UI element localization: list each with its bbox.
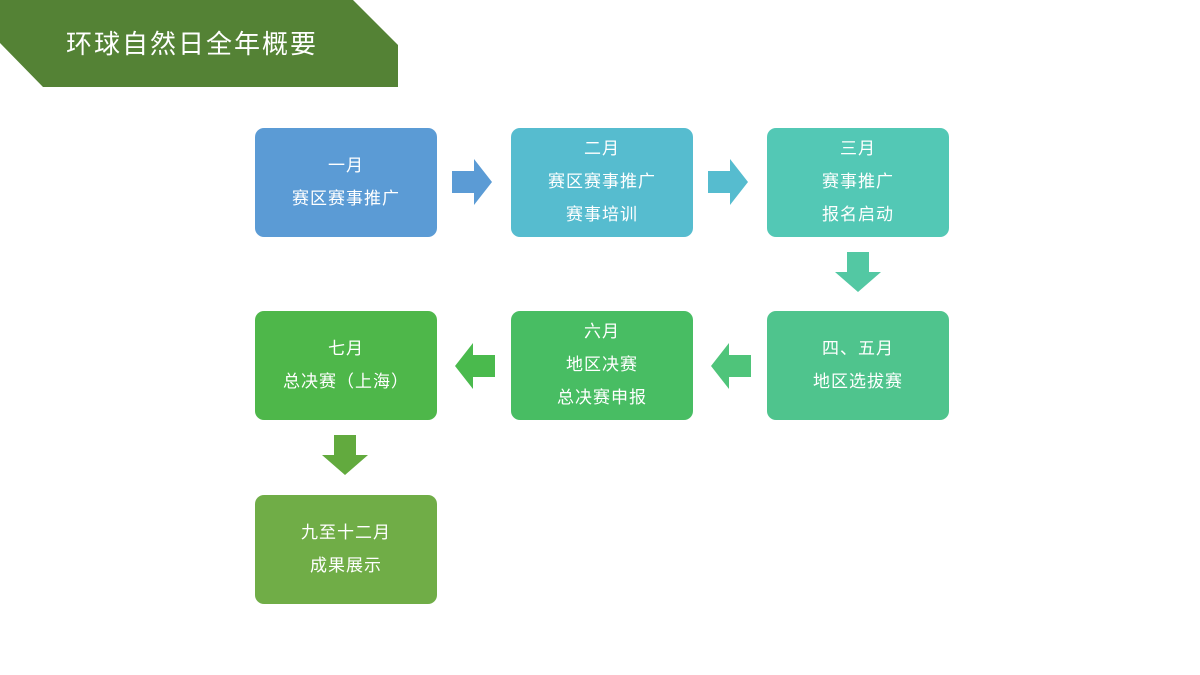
arrow-shape [835,252,881,292]
arrow-shape [452,159,492,205]
step-desc: 赛区赛事推广 [292,188,400,209]
step-box-jun: 六月 地区决赛 总决赛申报 [511,311,693,420]
step-month: 二月 [584,139,620,159]
step-desc: 总决赛申报 [557,388,647,408]
step-month: 六月 [584,322,620,342]
right-arrow-icon [452,159,492,205]
step-desc: 赛事推广 [822,172,894,192]
page-title: 环球自然日全年概要 [66,30,319,60]
step-box-sep-dec: 九至十二月 成果展示 [255,495,437,604]
left-arrow-icon [711,343,751,389]
step-desc: 报名启动 [822,205,894,225]
step-desc: 赛事培训 [566,205,638,225]
down-arrow-icon [835,252,881,292]
step-box-apr-may: 四、五月 地区选拔赛 [767,311,949,420]
step-month: 七月 [328,338,364,359]
title-banner [0,0,398,87]
step-month: 九至十二月 [301,522,391,543]
step-desc: 赛区赛事推广 [548,172,656,192]
left-arrow-icon [455,343,495,389]
step-month: 一月 [328,155,364,176]
right-arrow-icon [708,159,748,205]
step-box-feb: 二月 赛区赛事推广 赛事培训 [511,128,693,237]
step-month: 四、五月 [822,338,894,359]
arrow-shape [711,343,751,389]
step-desc: 地区决赛 [566,355,638,375]
step-box-mar: 三月 赛事推广 报名启动 [767,128,949,237]
step-box-jan: 一月 赛区赛事推广 [255,128,437,237]
step-desc: 地区选拔赛 [813,371,903,392]
down-arrow-icon [322,435,368,475]
arrow-shape [322,435,368,475]
step-month: 三月 [840,139,876,159]
arrow-shape [455,343,495,389]
step-desc: 成果展示 [310,555,382,576]
step-box-jul: 七月 总决赛（上海） [255,311,437,420]
arrow-shape [708,159,748,205]
step-desc: 总决赛（上海） [283,371,409,392]
